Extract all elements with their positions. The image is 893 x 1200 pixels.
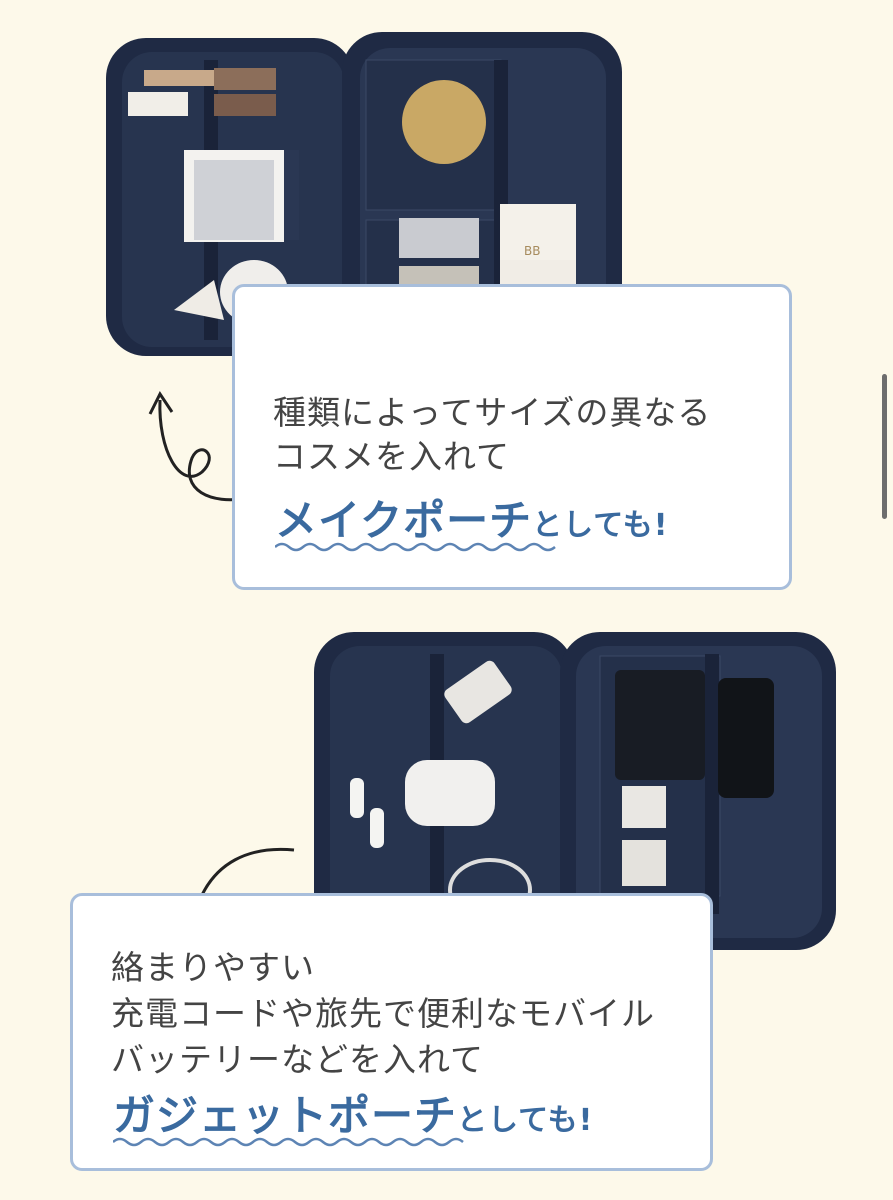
makeup-headline-suffix: としても! xyxy=(532,508,669,543)
gadget-callout: 絡まりやすい 充電コードや旅先で便利なモバイル バッテリーなどを入れて ガジェッ… xyxy=(70,893,713,1171)
wave-underline-icon xyxy=(275,542,556,552)
wave-underline-icon xyxy=(113,1137,464,1147)
makeup-body-line: 種類によってサイズの異なる xyxy=(273,393,712,432)
makeup-callout: 種類によってサイズの異なる コスメを入れて メイクポーチとしても! xyxy=(232,284,792,590)
gadget-headline: ガジェットポーチとしても! xyxy=(113,1082,593,1143)
makeup-headline: メイクポーチとしても! xyxy=(275,487,668,548)
curly-arrow-icon xyxy=(148,391,249,502)
makeup-headline-main: メイクポーチ xyxy=(275,496,533,545)
gadget-body-line: 絡まりやすい xyxy=(111,948,315,987)
bb-label: BB xyxy=(524,244,540,258)
gadget-headline-main: ガジェットポーチ xyxy=(113,1091,458,1140)
gadget-body-line: 充電コードや旅先で便利なモバイル xyxy=(111,994,655,1033)
makeup-body-line: コスメを入れて xyxy=(273,437,511,476)
scrollbar-thumb[interactable] xyxy=(882,374,887,519)
gadget-headline-suffix: としても! xyxy=(457,1103,594,1138)
gadget-pouch-photo xyxy=(310,628,840,953)
gadget-body-line: バッテリーなどを入れて xyxy=(111,1040,485,1079)
